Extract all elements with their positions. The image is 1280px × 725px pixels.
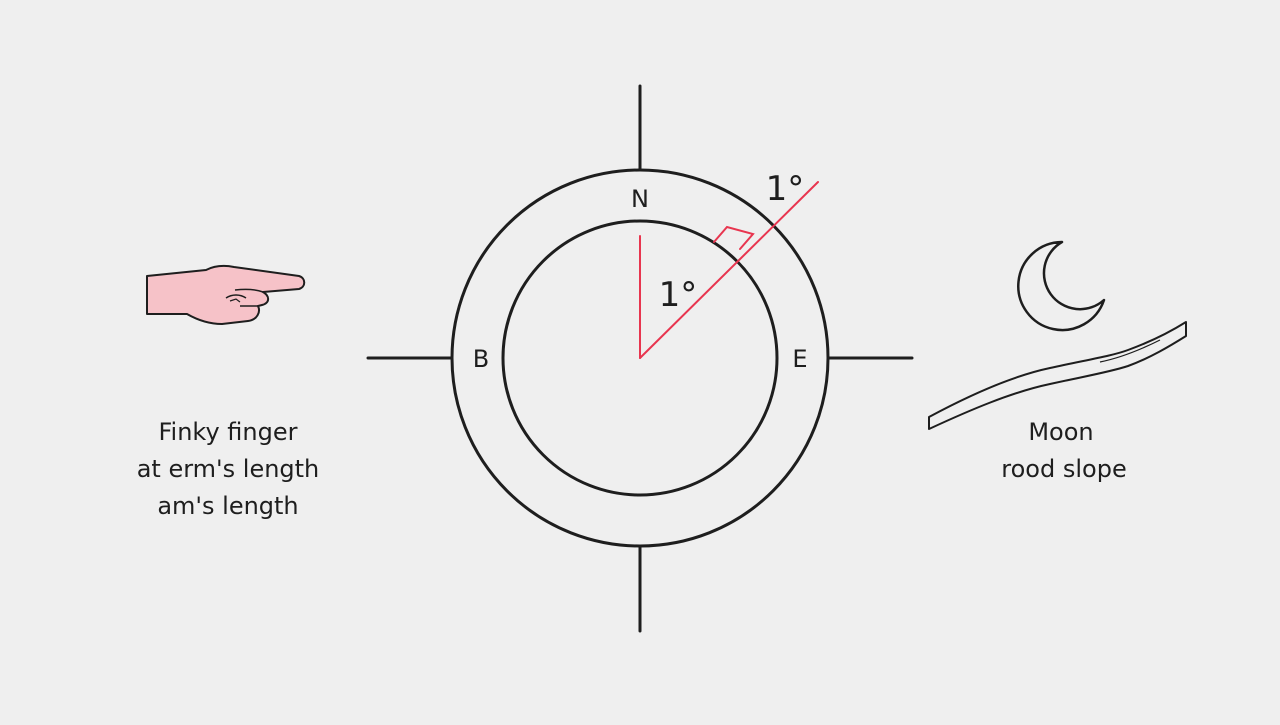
crescent-moon-icon <box>1017 240 1106 332</box>
outer-angle-label: 1° <box>766 169 805 209</box>
outer-ring <box>450 168 830 548</box>
left-caption-line-2: at erm's length <box>137 455 320 483</box>
angle-construction <box>639 181 819 359</box>
left-caption-line-1: Finky finger <box>158 418 297 446</box>
pointing-hand-icon <box>146 265 306 325</box>
left-caption-line-3: am's length <box>157 492 298 520</box>
right-caption-line-2: rood slope <box>1001 455 1126 483</box>
inner-angle-label: 1° <box>659 275 698 315</box>
angle-diagonal-ray <box>639 181 819 359</box>
crosshair <box>366 84 914 633</box>
right-angle-marker <box>713 225 755 250</box>
compass-north-label: N <box>631 185 649 213</box>
compass-west-label: B <box>473 345 489 373</box>
inner-ring <box>501 219 779 497</box>
compass-east-label: E <box>792 345 807 373</box>
slope-ribbon-icon <box>928 321 1187 430</box>
right-caption-line-1: Moon <box>1028 418 1093 446</box>
